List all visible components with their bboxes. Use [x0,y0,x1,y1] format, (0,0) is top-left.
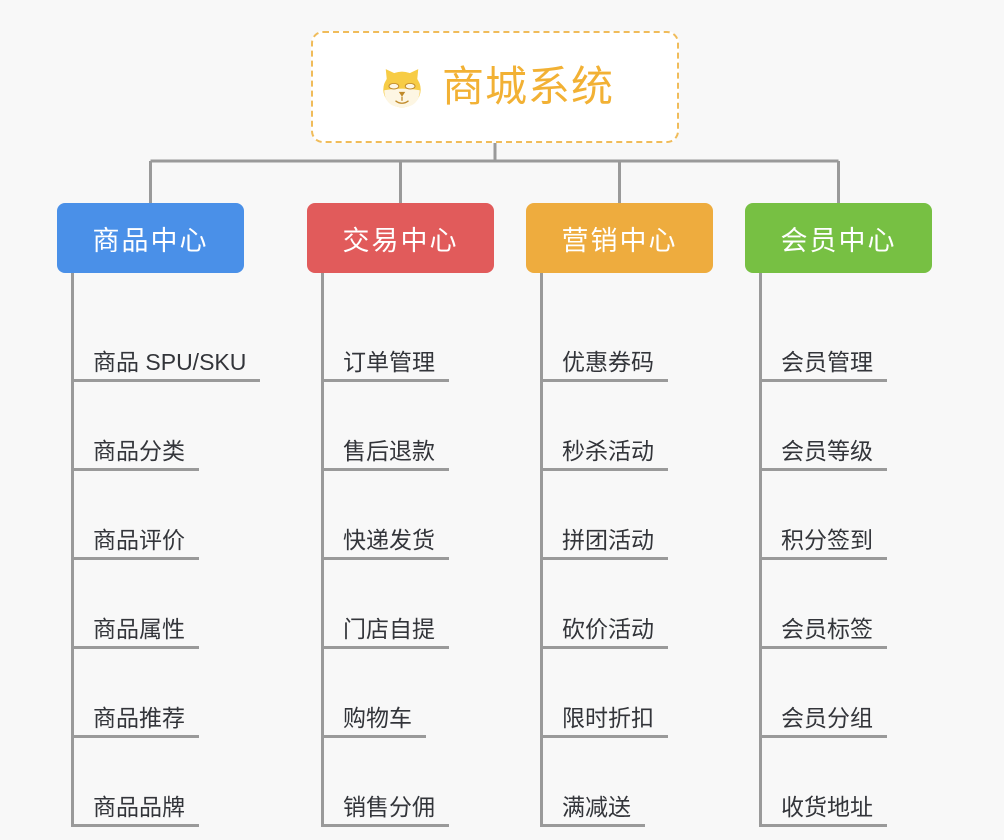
leaf-item[interactable]: 砍价活动 [542,560,713,649]
leaf-item-label: 砍价活动 [542,616,668,649]
leaf-item-label: 商品品牌 [73,794,199,827]
category-header-label: 交易中心 [342,225,459,256]
leaf-item-label: 拼团活动 [542,527,668,560]
shiba-dog-face-icon [383,69,421,108]
leaf-item[interactable]: 会员分组 [761,649,932,738]
category-item-list: 商品 SPU/SKU 商品分类商品评价商品属性商品推荐商品品牌 [57,293,261,827]
leaf-item[interactable]: 门店自提 [323,560,494,649]
category-header-label: 营销中心 [561,225,678,256]
category-item-list: 优惠券码秒杀活动拼团活动砍价活动限时折扣满减送 [526,293,713,827]
category-trunk-line [321,293,324,827]
leaf-item-label: 商品评价 [73,527,199,560]
category-header[interactable]: 会员中心 [745,203,932,273]
leaf-item[interactable]: 会员标签 [761,560,932,649]
leaf-item-label: 会员管理 [761,349,887,382]
leaf-item-label: 收货地址 [761,794,887,827]
leaf-item-label: 优惠券码 [542,349,668,382]
category-column: 商品中心商品 SPU/SKU 商品分类商品评价商品属性商品推荐商品品牌 [57,203,261,827]
leaf-item[interactable]: 购物车 [323,649,494,738]
category-column: 交易中心订单管理售后退款快递发货门店自提购物车销售分佣 [307,203,494,827]
category-item-list: 会员管理会员等级积分签到会员标签会员分组收货地址 [745,293,932,827]
leaf-item-label: 商品属性 [73,616,199,649]
root-node[interactable]: 商城系统 [311,31,679,143]
leaf-item[interactable]: 商品评价 [73,471,244,560]
leaf-item[interactable]: 售后退款 [323,382,494,471]
leaf-item[interactable]: 快递发货 [323,471,494,560]
leaf-item[interactable]: 优惠券码 [542,293,713,382]
category-header[interactable]: 营销中心 [526,203,713,273]
category-trunk-line [71,293,74,827]
leaf-item-label: 限时折扣 [542,705,668,738]
leaf-item-label: 售后退款 [323,438,449,471]
leaf-item[interactable]: 订单管理 [323,293,494,382]
leaf-item-label: 门店自提 [323,616,449,649]
leaf-item-label: 商品 SPU/SKU [73,349,261,382]
leaf-item-label: 积分签到 [761,527,887,560]
leaf-item-label: 满减送 [542,794,645,827]
leaf-item-label: 商品分类 [73,438,199,471]
category-header-label: 会员中心 [780,225,897,256]
category-column: 会员中心会员管理会员等级积分签到会员标签会员分组收货地址 [745,203,932,827]
leaf-item-label: 会员等级 [761,438,887,471]
leaf-item-label: 快递发货 [323,527,449,560]
leaf-item[interactable]: 会员管理 [761,293,932,382]
category-trunk-line [540,293,543,827]
leaf-item[interactable]: 商品品牌 [73,738,244,827]
root-title: 商城系统 [441,63,614,110]
leaf-item[interactable]: 商品分类 [73,382,244,471]
leaf-item-label: 销售分佣 [323,794,449,827]
leaf-item-label: 订单管理 [323,349,449,382]
category-header[interactable]: 商品中心 [57,203,244,273]
leaf-item[interactable]: 商品推荐 [73,649,244,738]
leaf-item[interactable]: 限时折扣 [542,649,713,738]
leaf-item[interactable]: 销售分佣 [323,738,494,827]
leaf-item[interactable]: 拼团活动 [542,471,713,560]
leaf-item[interactable]: 商品 SPU/SKU [73,293,261,382]
category-header[interactable]: 交易中心 [307,203,494,273]
leaf-item[interactable]: 满减送 [542,738,713,827]
leaf-item-label: 商品推荐 [73,705,199,738]
leaf-item-label: 秒杀活动 [542,438,668,471]
leaf-item[interactable]: 商品属性 [73,560,244,649]
category-trunk-line [759,293,762,827]
leaf-item[interactable]: 积分签到 [761,471,932,560]
leaf-item-label: 会员标签 [761,616,887,649]
leaf-item[interactable]: 会员等级 [761,382,932,471]
leaf-item[interactable]: 收货地址 [761,738,932,827]
category-header-label: 商品中心 [92,225,209,256]
leaf-item[interactable]: 秒杀活动 [542,382,713,471]
leaf-item-label: 购物车 [323,705,426,738]
leaf-item-label: 会员分组 [761,705,887,738]
category-column: 营销中心优惠券码秒杀活动拼团活动砍价活动限时折扣满减送 [526,203,713,827]
category-item-list: 订单管理售后退款快递发货门店自提购物车销售分佣 [307,293,494,827]
